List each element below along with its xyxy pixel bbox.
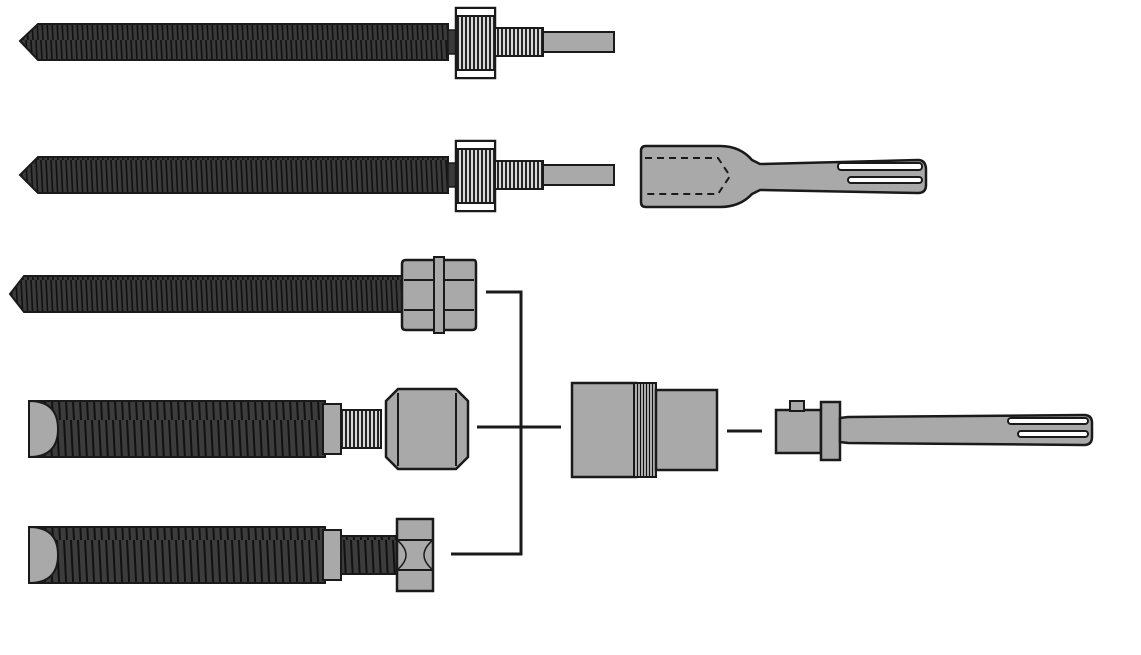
connector-bracket-lines [451, 290, 762, 556]
sds-plus-adapter-shank [774, 400, 1094, 462]
threaded-rod-knurled-nut-shank-2 [18, 139, 615, 213]
sds-chisel-setting-tool [639, 144, 928, 209]
internal-thread-anchor-hex-nut [28, 517, 435, 593]
threaded-rod-knurled-nut-shank [18, 6, 615, 80]
socket-adapter [570, 381, 719, 479]
internal-thread-anchor-hex-head [28, 387, 470, 471]
threaded-rod-hex-socket [8, 256, 478, 334]
